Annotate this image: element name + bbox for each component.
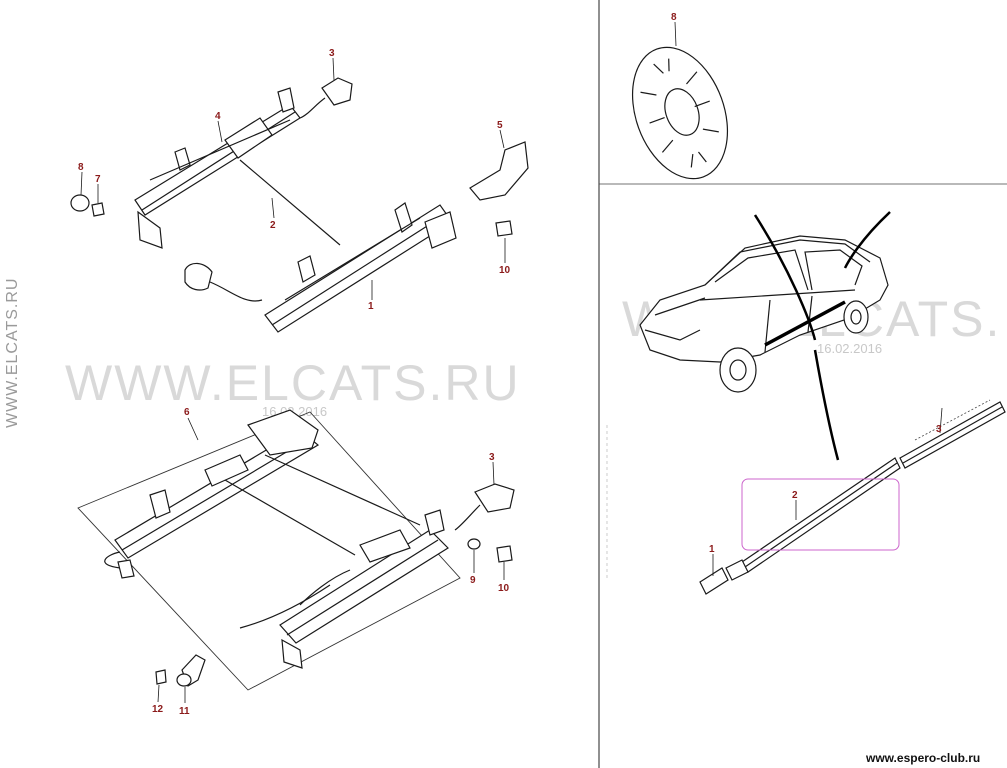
molding-strips (699, 399, 1006, 595)
callout-3-lower: 3 (489, 452, 495, 463)
callout-10: 10 (499, 265, 511, 276)
callout-12: 12 (152, 704, 164, 715)
callout-1: 1 (368, 301, 374, 312)
watermark-side: WWW.ELCATS.RU (4, 278, 21, 428)
callout-5: 5 (497, 120, 503, 131)
wheel-cover (631, 46, 729, 180)
callout-6: 6 (184, 407, 190, 418)
watermark-main-left: WWW.ELCATS.RU (65, 355, 521, 411)
callout-2-molding: 2 (792, 490, 798, 501)
highlight-box (741, 478, 900, 551)
callout-3-molding: 3 (936, 424, 942, 435)
callout-lead-8-right (674, 21, 677, 47)
callout-8: 8 (78, 162, 84, 173)
seat-adjuster-assembly (77, 409, 515, 691)
callout-3: 3 (329, 48, 335, 59)
callout-8-wheel: 8 (671, 12, 677, 23)
callout-leads-right-bottom (712, 407, 943, 576)
callout-9: 9 (470, 575, 476, 586)
callout-7: 7 (95, 174, 101, 185)
watermark-date-right: 16.02.2016 (817, 341, 882, 356)
seat-rail-upper (70, 77, 529, 333)
callout-4: 4 (215, 111, 221, 122)
callout-leads-left-top (80, 57, 506, 300)
footer-site: www.espero-club.ru (865, 751, 980, 765)
detail-pointers (753, 211, 891, 461)
callout-leads-left-bottom (157, 417, 505, 703)
car-illustration (639, 235, 889, 393)
callout-1-molding: 1 (709, 544, 715, 555)
callout-11: 11 (179, 706, 190, 717)
callout-2: 2 (270, 220, 276, 231)
callout-10-lower: 10 (498, 583, 510, 594)
